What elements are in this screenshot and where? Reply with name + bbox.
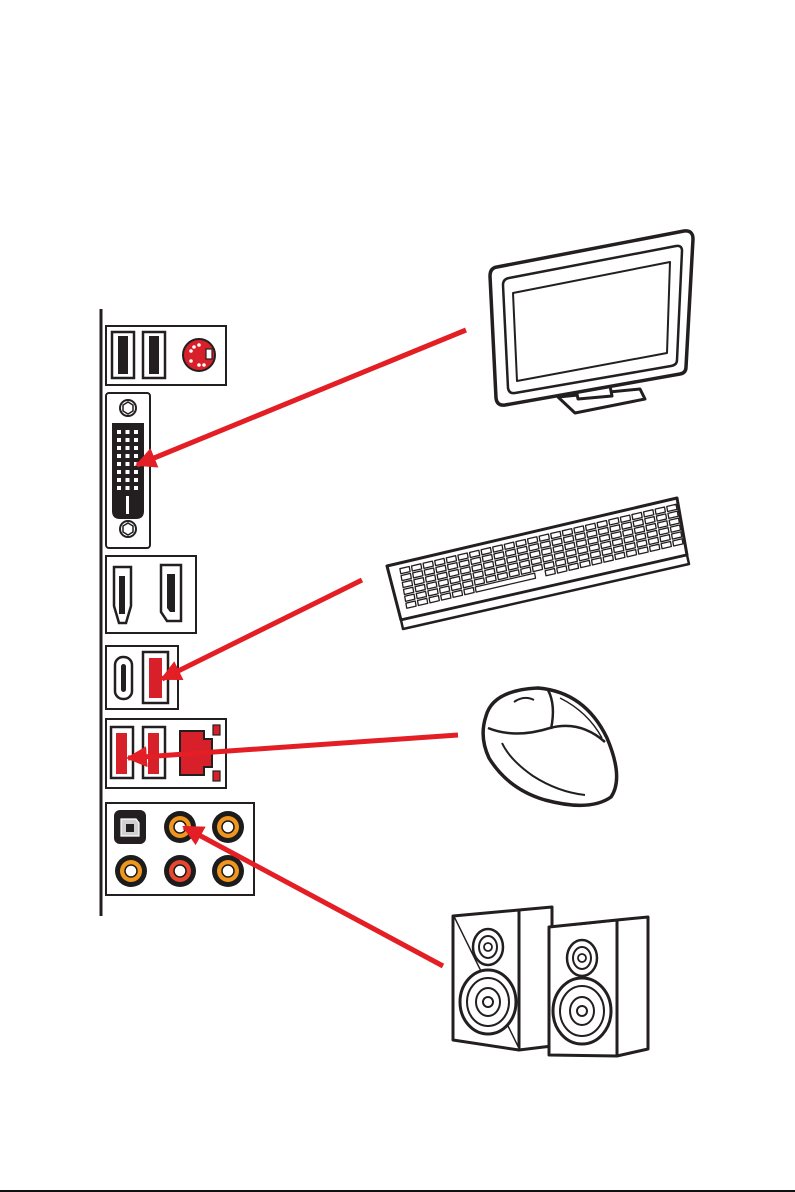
keyboard-icon (387, 498, 689, 629)
optical-spdif-port (114, 810, 146, 844)
dvi-d-port (106, 393, 150, 548)
audio-jack (212, 811, 244, 843)
audio-jack (212, 855, 244, 887)
speakers-icon (453, 907, 648, 1056)
monitor-icon (490, 231, 693, 413)
arrow-speakers-to-lineout (184, 827, 443, 966)
audio-block (106, 803, 254, 895)
motherboard-rear-io-icon (101, 309, 254, 916)
mouse-icon (483, 688, 617, 805)
line-out-jack (164, 811, 196, 843)
audio-jack (115, 855, 147, 887)
speaker-left (453, 907, 552, 1050)
usb-ps2-block (106, 326, 226, 385)
hdmi-displayport-block (106, 556, 196, 633)
audio-jack (164, 855, 196, 887)
speaker-right (549, 917, 648, 1056)
